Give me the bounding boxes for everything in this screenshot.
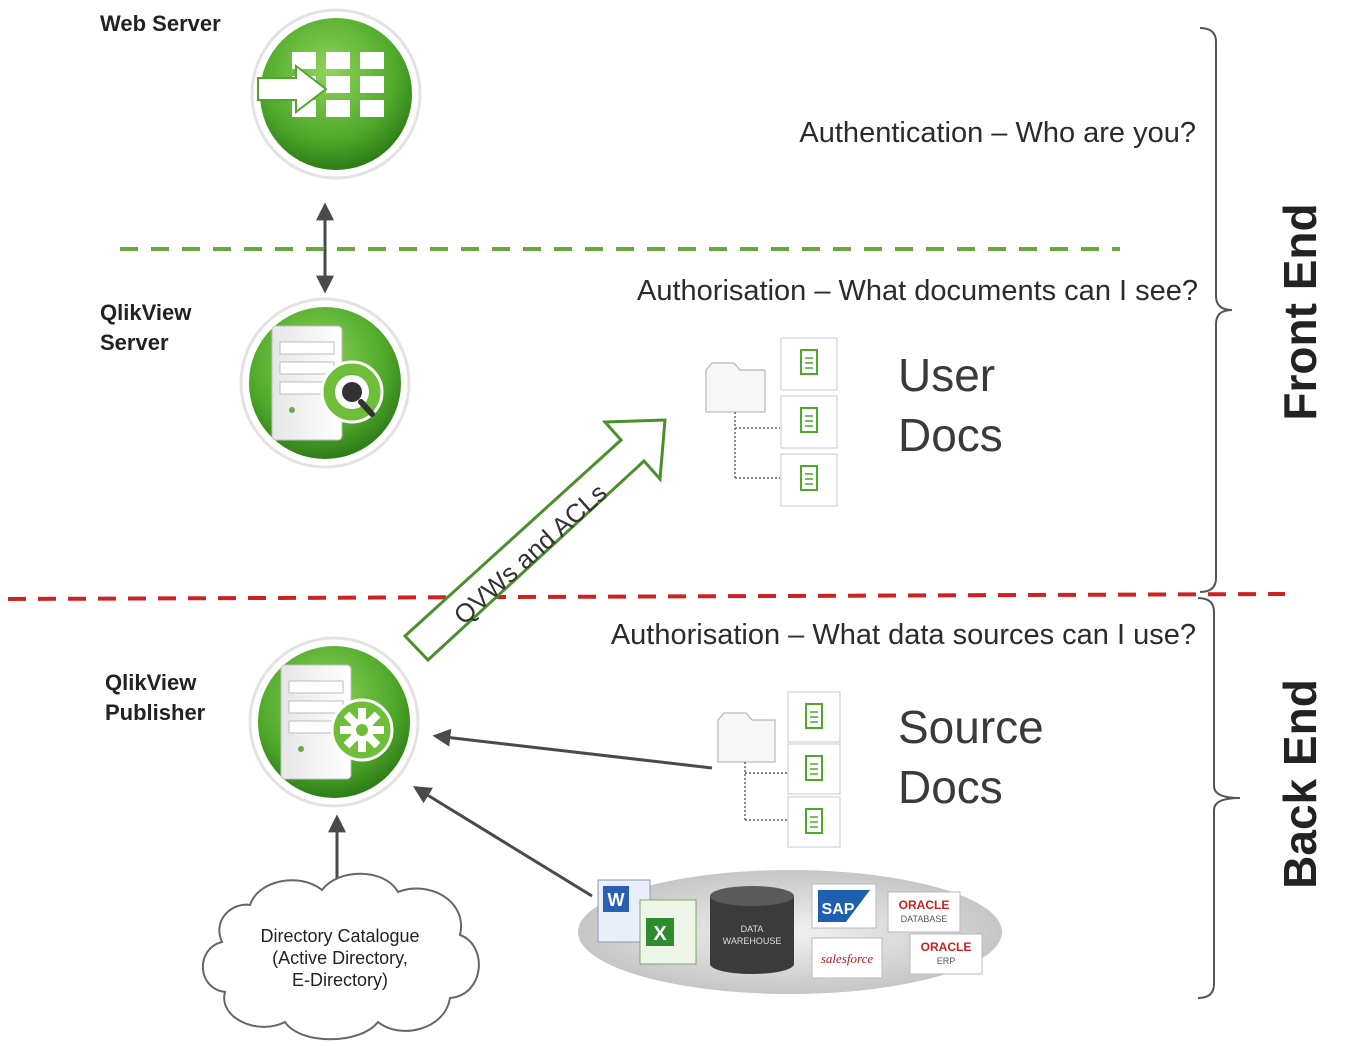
data-sources-cluster: W X DATA WAREHOUSE SAP ORACLE DATABASE [578,870,1002,994]
backend-divider [7,592,1286,601]
svg-text:DATA: DATA [741,924,764,934]
svg-text:W: W [608,890,625,910]
source-docs-to-publisher-arrow [432,728,713,770]
svg-text:salesforce: salesforce [821,951,873,966]
qlikview-server-icon [239,297,411,469]
svg-text:X: X [653,923,667,945]
oracle-database-logo: ORACLE DATABASE [887,891,961,933]
qvws-acls-arrow [402,418,667,663]
data-warehouse-icon: DATA WAREHOUSE [710,886,794,974]
authorisation-data-question: Authorisation – What data sources can I … [610,619,1196,651]
oracle-erp-logo: ORACLE ERP [909,933,983,975]
source-docs-tree-icon [717,691,841,848]
svg-text:WAREHOUSE: WAREHOUSE [723,936,782,946]
web-server-icon [250,8,422,180]
qlikview-server-label: QlikView Server [100,300,192,355]
back-end-bracket [1197,597,1241,999]
datasources-to-publisher-arrow [412,786,593,898]
front-end-label: Front End [1274,203,1326,421]
svg-text:SAP: SAP [822,901,855,918]
web-server-label: Web Server [100,11,221,36]
directory-catalogue-text: Directory Catalogue (Active Directory, E… [260,926,420,990]
directory-cloud [201,872,480,1041]
back-end-label: Back End [1274,679,1326,889]
svg-text:DATABASE: DATABASE [901,914,948,924]
user-docs-tree-icon [705,337,838,507]
authorisation-documents-question: Authorisation – What documents can I see… [637,275,1198,307]
excel-sheet-icon: X [639,899,697,965]
svg-text:ORACLE: ORACLE [899,898,950,912]
svg-text:ERP: ERP [937,956,956,966]
qlikview-publisher-icon [248,636,420,808]
authentication-question: Authentication – Who are you? [799,117,1196,149]
svg-text:ORACLE: ORACLE [921,940,972,954]
source-docs-label: Source Docs [898,701,1044,813]
front-end-bracket [1199,27,1233,593]
user-docs-label: User Docs [898,349,1003,461]
sap-logo: SAP [811,883,877,929]
qlikview-publisher-label: QlikView Publisher [105,670,206,725]
salesforce-logo: salesforce [811,937,883,979]
